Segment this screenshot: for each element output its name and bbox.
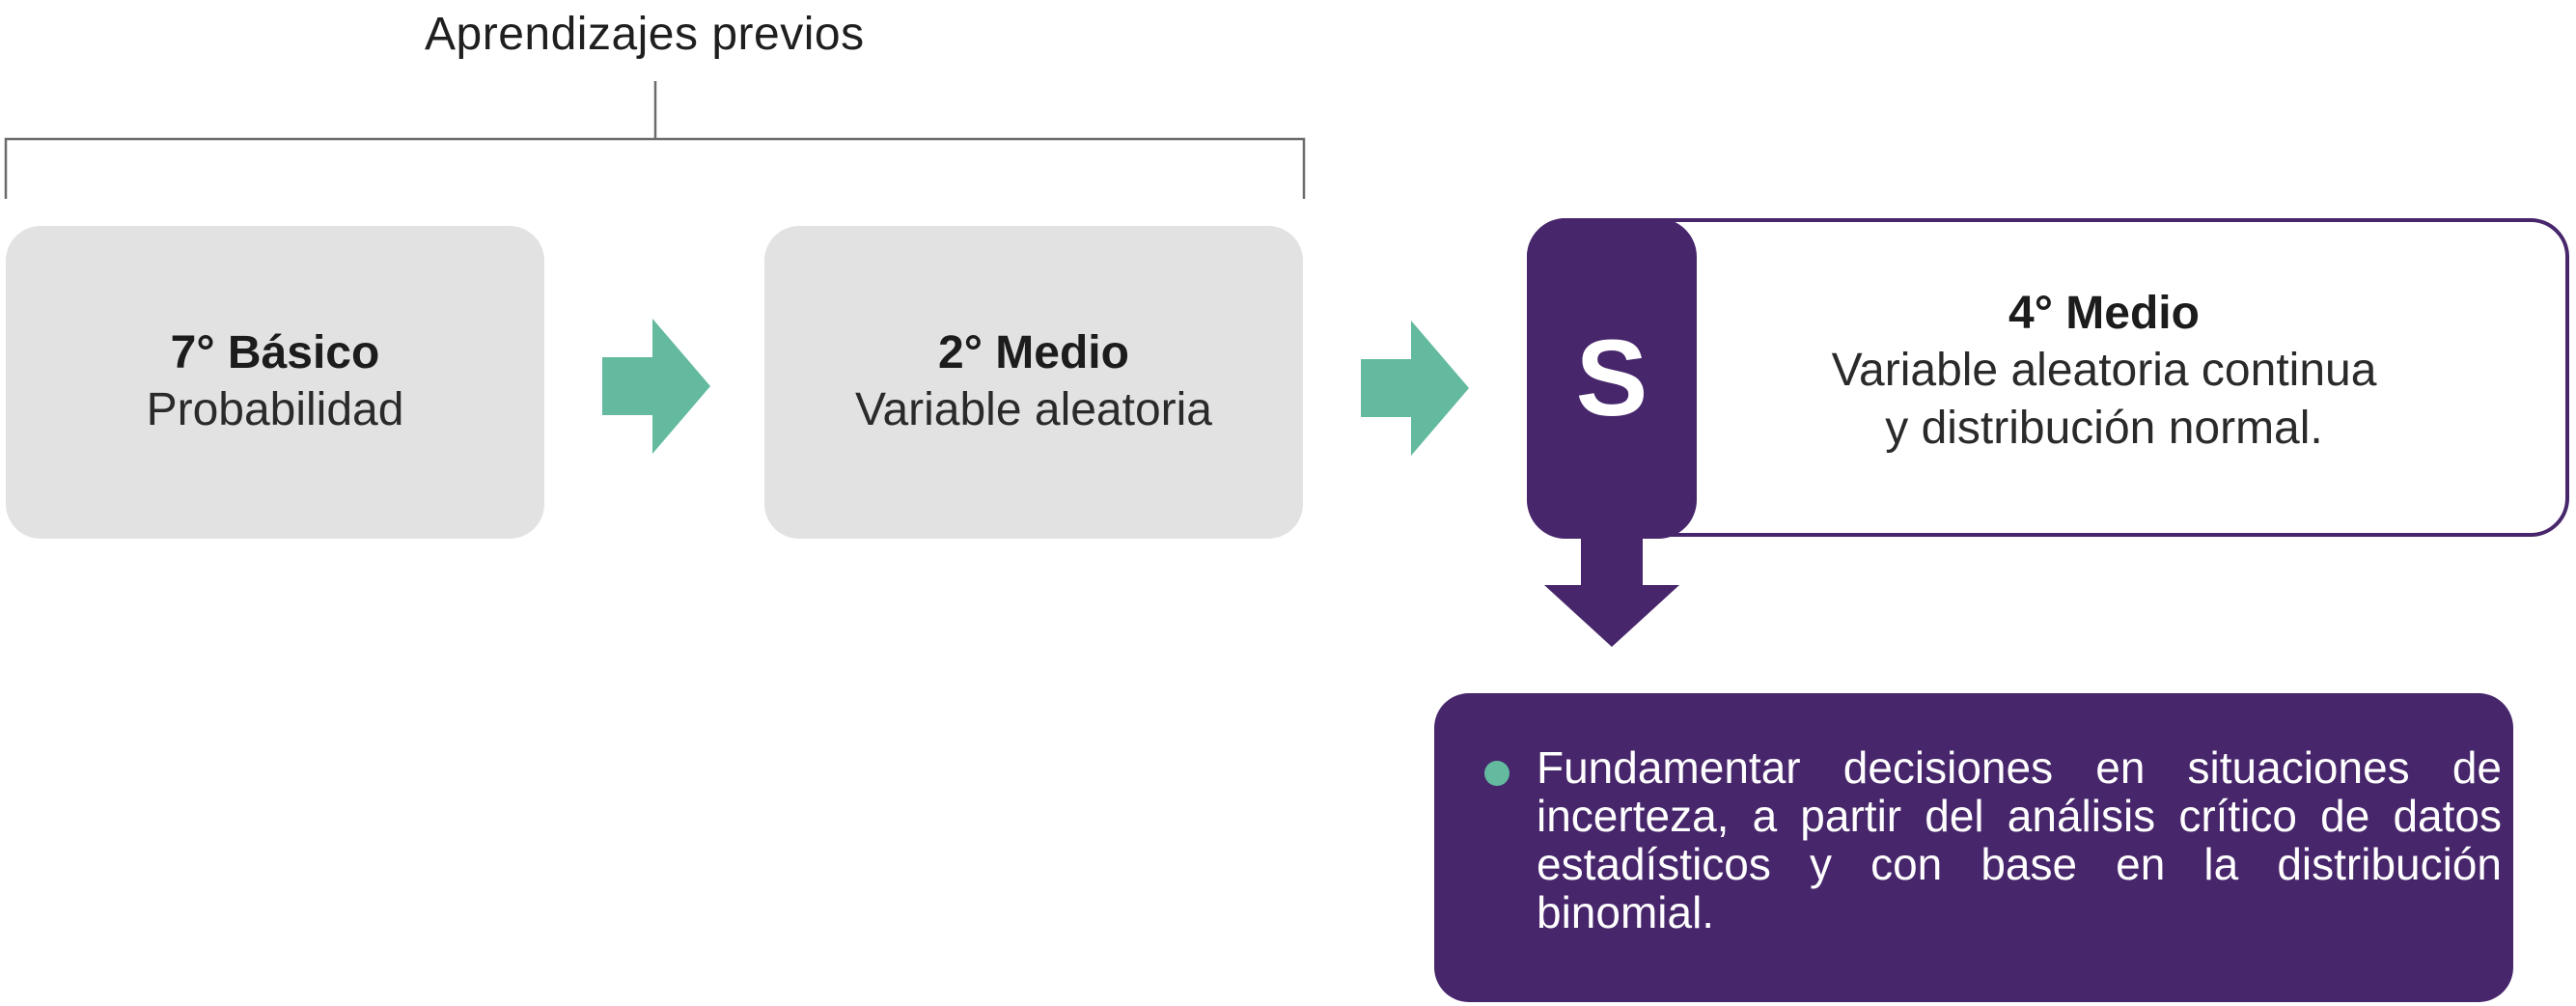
level-box-2-medio: 2° Medio Variable aleatoria xyxy=(764,226,1303,539)
current-level-subtitle-line1: Variable aleatoria continua xyxy=(1831,345,2377,396)
current-level-text: 4° Medio Variable aleatoria continua y d… xyxy=(1679,286,2529,458)
level-box-7-basico: 7° Básico Probabilidad xyxy=(6,226,544,539)
level-title: 2° Medio xyxy=(938,327,1129,378)
current-level-badge: S xyxy=(1527,218,1697,539)
arrow-right-icon xyxy=(1361,321,1469,456)
learning-objective-text: Fundamentar decisiones en situaciones de… xyxy=(1537,742,2502,937)
level-subtitle: Variable aleatoria xyxy=(854,384,1212,435)
arrow-right-icon xyxy=(602,319,710,454)
bullet-dot-icon xyxy=(1484,761,1510,786)
level-title: 7° Básico xyxy=(170,327,380,378)
badge-letter: S xyxy=(1575,318,1648,438)
previous-learning-bracket xyxy=(4,81,1306,199)
current-level-subtitle-line2: y distribución normal. xyxy=(1885,403,2323,454)
current-level-title: 4° Medio xyxy=(2008,288,2200,339)
previous-learning-label: Aprendizajes previos xyxy=(425,9,865,60)
current-level-box xyxy=(1527,218,2569,537)
level-subtitle: Probabilidad xyxy=(146,384,404,435)
arrow-down-icon xyxy=(1544,535,1679,647)
learning-objective-box xyxy=(1434,693,2513,1002)
